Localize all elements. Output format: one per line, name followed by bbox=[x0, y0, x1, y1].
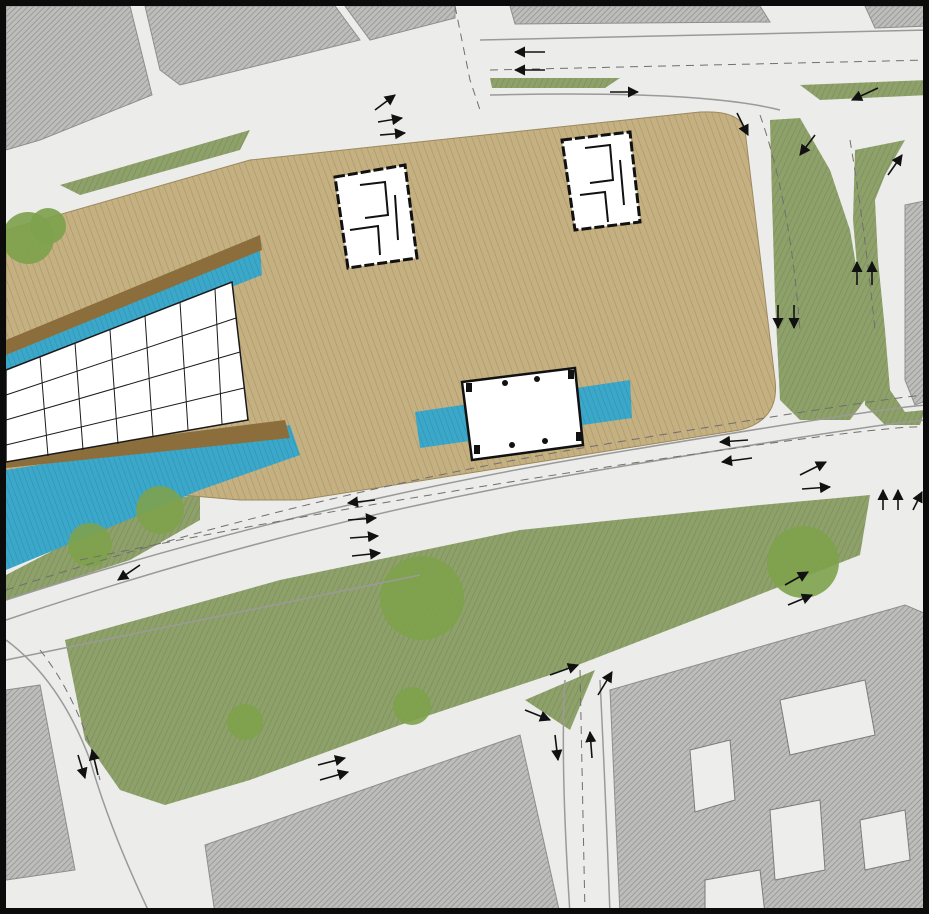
tree bbox=[227, 704, 263, 740]
traffic-arrow bbox=[801, 482, 832, 494]
traffic-arrow bbox=[585, 730, 597, 759]
traffic-arrow bbox=[319, 769, 350, 781]
green-areas bbox=[6, 78, 929, 805]
green-strip-top-right bbox=[800, 80, 929, 100]
lane-dash bbox=[759, 114, 801, 331]
lane-dash bbox=[489, 59, 929, 71]
tower-plans bbox=[333, 130, 642, 462]
trees bbox=[2, 208, 839, 740]
green-median-island bbox=[770, 118, 865, 420]
lane-dash bbox=[79, 426, 929, 561]
green-triangle-south bbox=[525, 670, 595, 730]
traffic-arrow bbox=[549, 663, 580, 676]
wood-decks bbox=[6, 235, 290, 468]
road-edge bbox=[599, 679, 611, 914]
green-wedge-right bbox=[853, 140, 925, 425]
traffic-arrow bbox=[347, 513, 378, 525]
traffic-arrow bbox=[799, 134, 816, 156]
lane-dash bbox=[454, 5, 481, 111]
tree bbox=[68, 523, 112, 567]
lane-dash bbox=[579, 669, 586, 914]
traffic-arrow bbox=[76, 754, 88, 780]
traffic-arrow bbox=[349, 531, 380, 543]
road-edge bbox=[479, 29, 929, 41]
water-strip-upper bbox=[6, 250, 262, 375]
lane-dash bbox=[5, 394, 929, 591]
traffic-arrow bbox=[850, 87, 879, 101]
building-block-bottom-right bbox=[609, 604, 929, 914]
deck-upper bbox=[6, 235, 262, 355]
courtyard-3 bbox=[769, 799, 826, 881]
road-edge bbox=[5, 404, 929, 601]
traffic-arrow bbox=[720, 455, 753, 467]
building-block-bottom-center bbox=[204, 734, 561, 914]
traffic-arrow bbox=[736, 112, 749, 137]
traffic-arrow bbox=[346, 496, 376, 508]
road-edge bbox=[489, 93, 781, 111]
traffic-arrow bbox=[912, 490, 923, 511]
traffic-arrow bbox=[317, 755, 347, 766]
tower-plan-west bbox=[333, 163, 419, 270]
road-edge bbox=[562, 679, 571, 914]
traffic-arrow bbox=[351, 548, 382, 560]
traffic-arrow bbox=[374, 94, 396, 111]
traffic-arrow bbox=[887, 154, 903, 176]
road-lines bbox=[5, 5, 929, 914]
traffic-arrow bbox=[799, 461, 828, 476]
building-block-top-center bbox=[509, 5, 771, 25]
traffic-arrow bbox=[524, 709, 552, 722]
lane-dash bbox=[849, 139, 876, 331]
traffic-arrows bbox=[76, 46, 923, 781]
deck-lower bbox=[6, 420, 290, 468]
road-edge bbox=[5, 574, 421, 661]
courtyard-1 bbox=[689, 739, 736, 813]
traffic-arrow bbox=[117, 564, 141, 581]
courtyard-5 bbox=[859, 809, 911, 871]
traffic-arrow bbox=[718, 435, 749, 447]
traffic-arrow bbox=[787, 593, 814, 606]
green-strip-northwest bbox=[60, 130, 250, 195]
park-south bbox=[65, 495, 870, 805]
road-edge bbox=[5, 419, 929, 621]
traffic-arrow bbox=[551, 734, 563, 762]
lane-dash bbox=[39, 649, 101, 781]
tree bbox=[380, 556, 464, 640]
green-strip-top bbox=[490, 78, 620, 88]
pavilion-plan bbox=[460, 366, 585, 462]
tree bbox=[136, 486, 184, 534]
tree bbox=[30, 208, 66, 244]
traffic-arrow bbox=[88, 748, 100, 776]
courtyard-4 bbox=[704, 869, 766, 914]
traffic-arrow bbox=[379, 128, 407, 140]
tower-plan-east bbox=[560, 130, 642, 232]
traffic-arrow bbox=[597, 671, 613, 696]
building-block-top-right bbox=[864, 5, 929, 29]
courtyard-2 bbox=[779, 679, 876, 756]
tree bbox=[393, 687, 431, 725]
traffic-arrow bbox=[377, 114, 404, 126]
traffic-arrow bbox=[784, 571, 809, 586]
tree bbox=[767, 526, 839, 598]
